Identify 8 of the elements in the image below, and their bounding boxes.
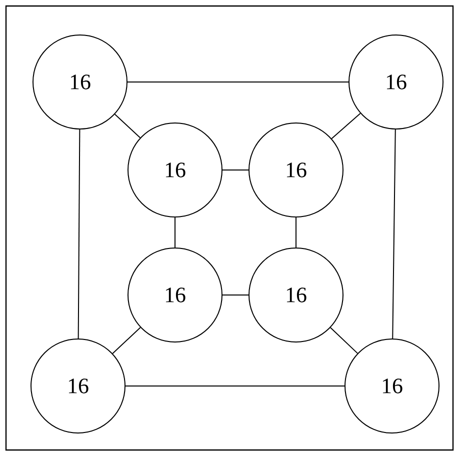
connector-line — [392, 128, 396, 339]
connector-line — [222, 294, 249, 296]
connector-line — [112, 327, 141, 354]
connector-line — [330, 327, 358, 354]
connector-line — [114, 114, 141, 138]
connector-line — [331, 112, 361, 140]
connector-line — [78, 129, 80, 339]
connector-line — [174, 217, 176, 248]
